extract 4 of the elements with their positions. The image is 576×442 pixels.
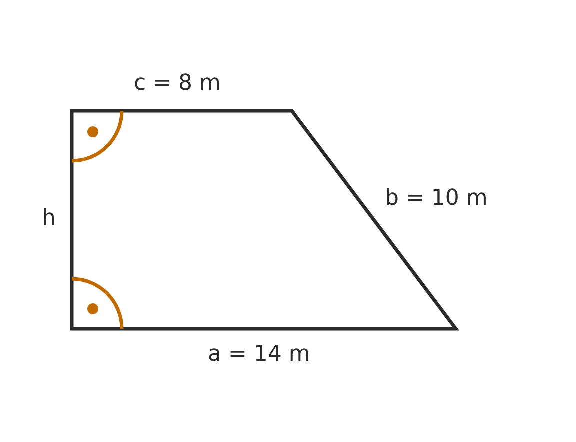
side-label: b = 10 m	[385, 188, 488, 210]
side-label: c = 8 m	[134, 73, 221, 95]
side-label: a = 14 m	[208, 344, 310, 366]
height-label: h	[42, 208, 56, 230]
